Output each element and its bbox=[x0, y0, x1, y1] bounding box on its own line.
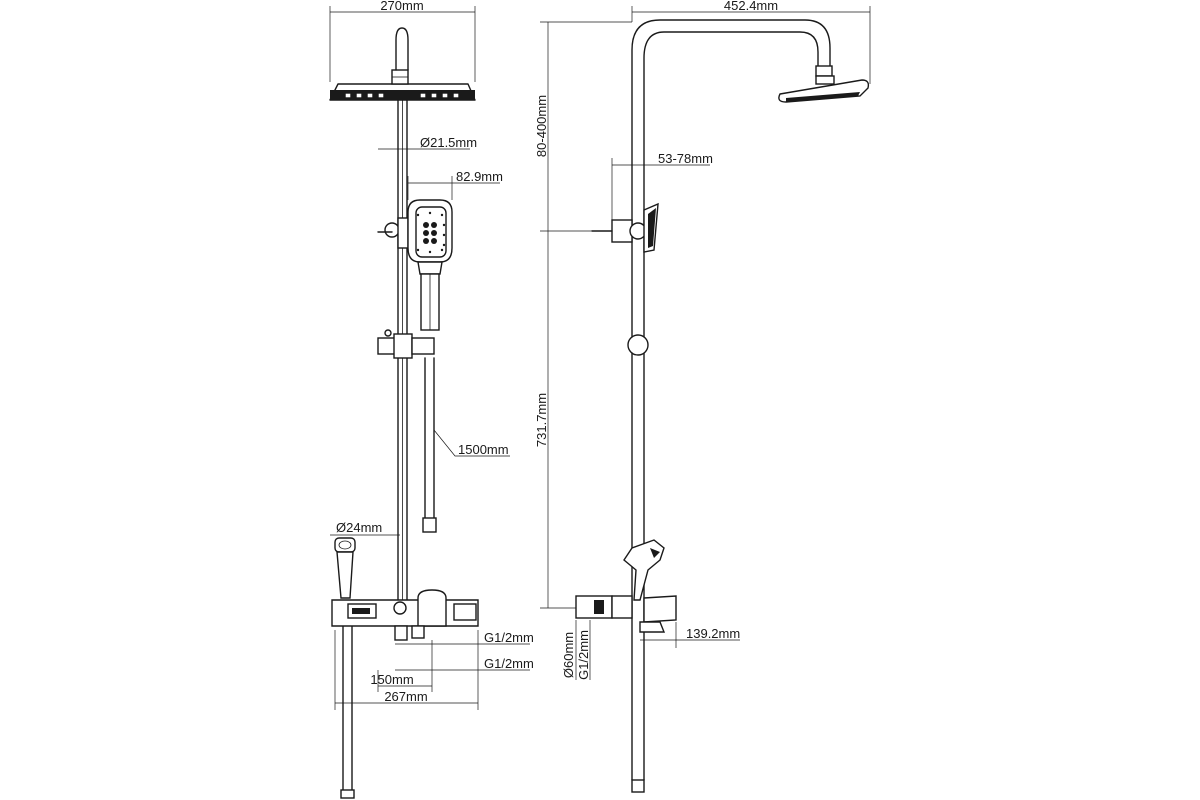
label-arm-reach: 452.4mm bbox=[724, 0, 778, 13]
slide-holder bbox=[377, 329, 435, 359]
label-spout-projection: 139.2mm bbox=[686, 626, 740, 641]
label-inlet-thread-lower: G1/2mm bbox=[484, 656, 534, 671]
label-mixer-width: 267mm bbox=[384, 689, 427, 704]
label-hand-shower-width: 82.9mm bbox=[456, 169, 503, 184]
hose bbox=[340, 357, 437, 799]
rain-showerhead bbox=[329, 27, 476, 101]
side-view bbox=[540, 6, 871, 793]
front-dimension-lines bbox=[329, 6, 530, 710]
front-view bbox=[329, 6, 530, 799]
hand-shower bbox=[377, 199, 453, 331]
thermostatic-mixer bbox=[331, 589, 479, 641]
label-inlet-thread: G1/2mm bbox=[576, 630, 591, 680]
label-hand-shower-diameter: Ø24mm bbox=[336, 520, 382, 535]
side-dimension-lines bbox=[540, 6, 871, 680]
side-mixer bbox=[575, 539, 677, 633]
dimension-labels: 270mm Ø21.5mm 82.9mm 1500mm Ø24mm G1/2mm… bbox=[336, 0, 778, 704]
mixer-hand-shower bbox=[334, 537, 356, 599]
label-flange-diameter: Ø60mm bbox=[561, 632, 576, 678]
label-inlet-thread-upper: G1/2mm bbox=[484, 630, 534, 645]
slider-knob bbox=[627, 334, 649, 356]
side-showerhead bbox=[778, 75, 870, 103]
side-riser-arm bbox=[631, 19, 833, 793]
label-inlet-spacing: 150mm bbox=[370, 672, 413, 687]
wall-bracket bbox=[591, 202, 659, 253]
label-showerhead-width: 270mm bbox=[380, 0, 423, 13]
label-bracket-offset: 53-78mm bbox=[658, 151, 713, 166]
label-riser-diameter: Ø21.5mm bbox=[420, 135, 477, 150]
label-height-adjust-range: 80-400mm bbox=[534, 95, 549, 157]
label-hose-length: 1500mm bbox=[458, 442, 509, 457]
label-riser-length: 731.7mm bbox=[534, 393, 549, 447]
